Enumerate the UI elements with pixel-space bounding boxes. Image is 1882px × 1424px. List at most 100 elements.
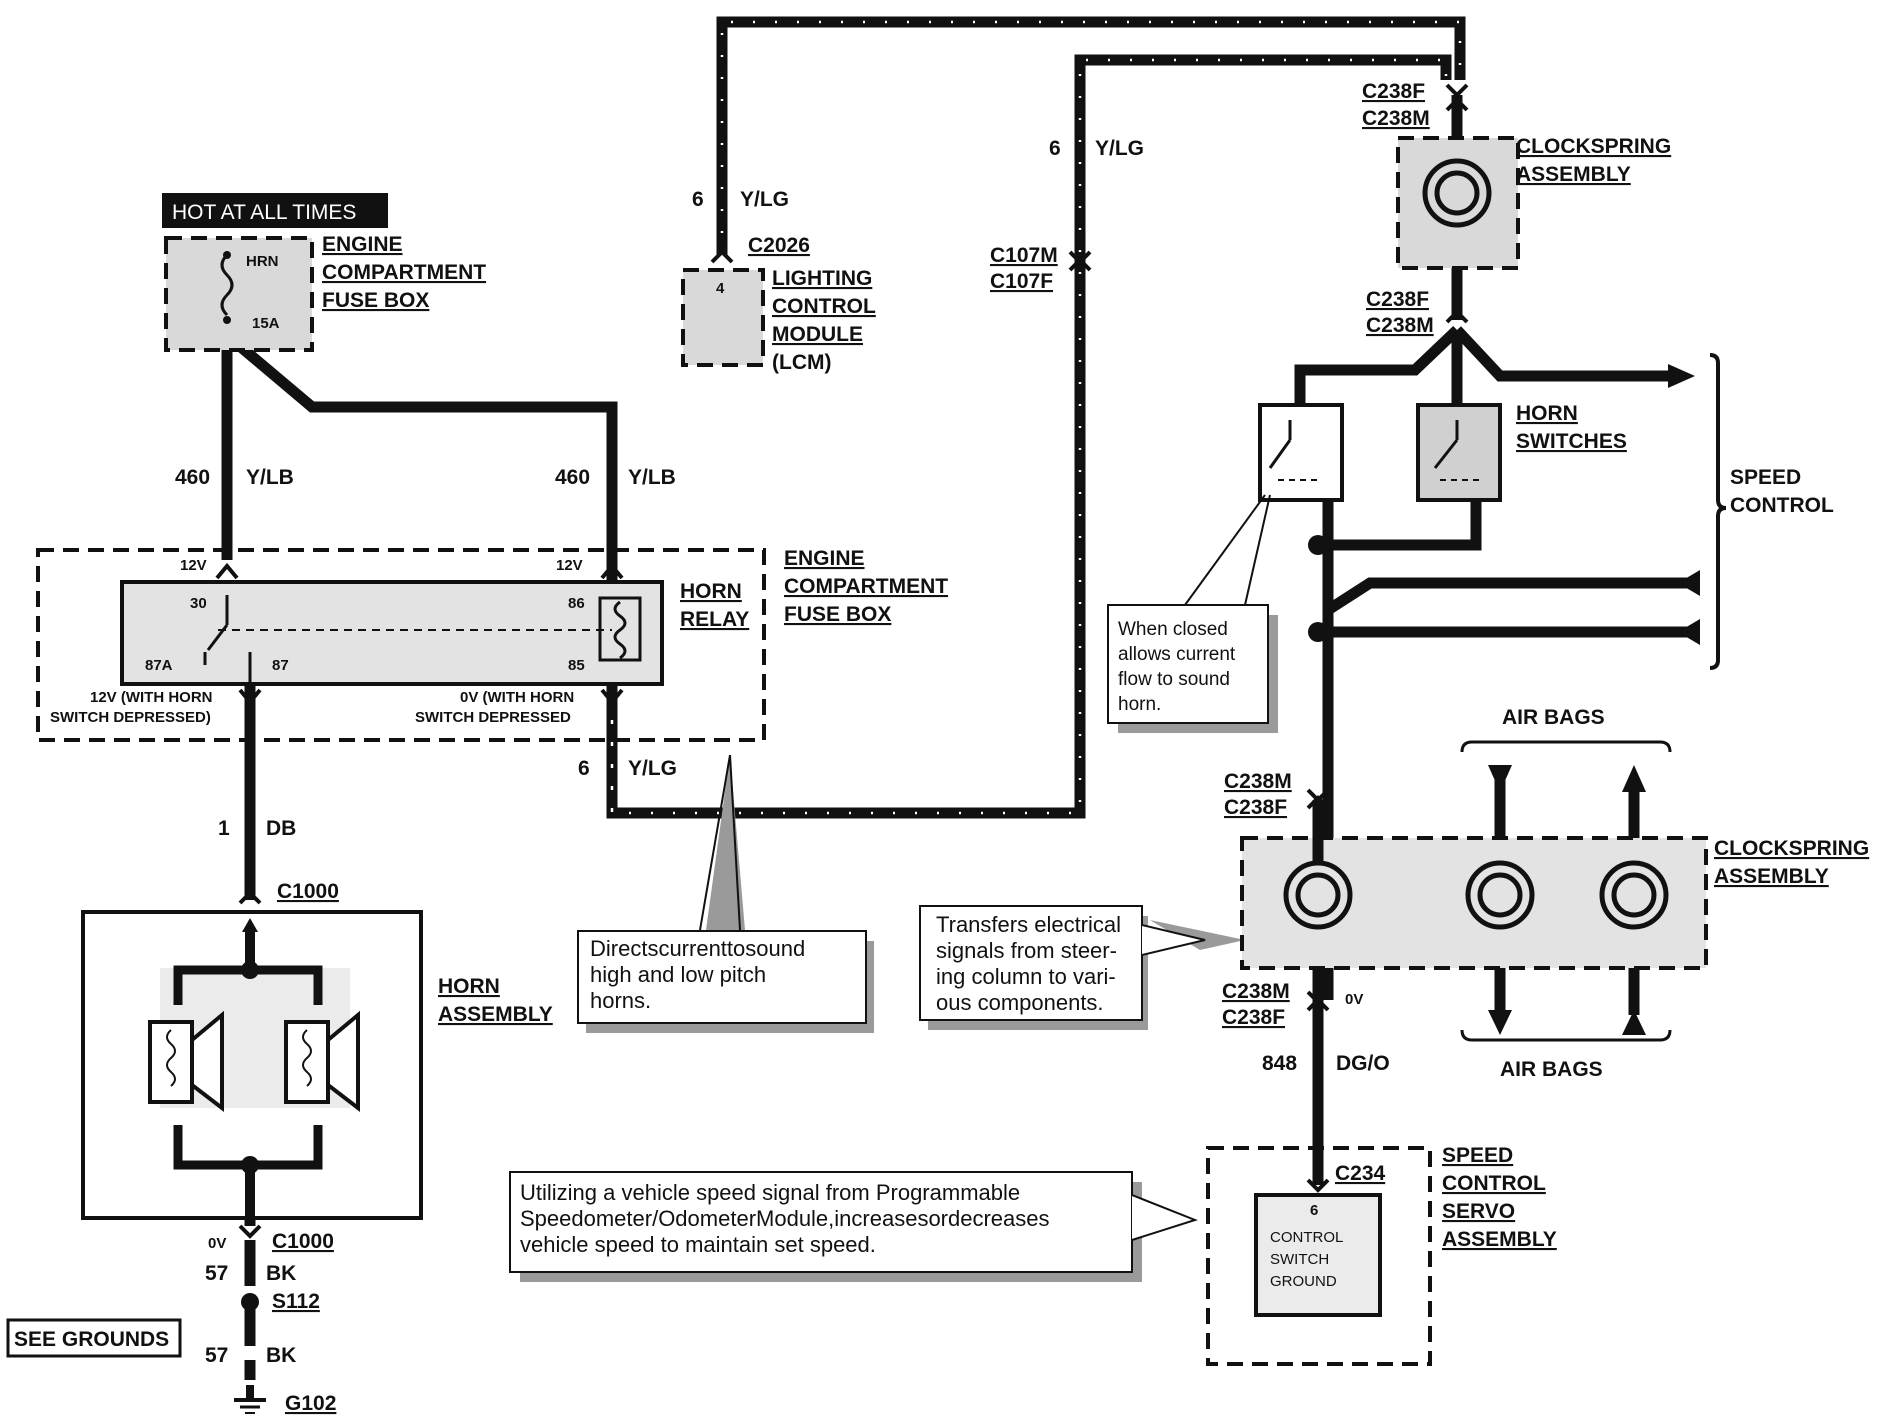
servo-title-3: SERVO xyxy=(1442,1200,1515,1223)
lcm-title-4: (LCM) xyxy=(772,351,831,374)
servo-title-2: CONTROL xyxy=(1442,1172,1546,1195)
horn-switches-title-2: SWITCHES xyxy=(1516,430,1627,453)
clockspring-top-title-1: CLOCKSPRING xyxy=(1516,135,1671,158)
wire-relay-to-clockspring xyxy=(606,54,1452,819)
servo-note: Utilizing a vehicle speed signal from Pr… xyxy=(509,1171,1198,1282)
clockspring-0v-label: 0V xyxy=(1345,991,1363,1008)
fuse-box-top: HOT AT ALL TIMES HRN 15A ENGINE COMPARTM… xyxy=(162,193,486,352)
servo-pin: 6 xyxy=(1310,1202,1318,1219)
switch-note: When closed allows current flow to sound… xyxy=(1107,494,1278,733)
switch-note-line-4: horn. xyxy=(1118,694,1161,715)
relay-volt-right-bottom-1: 0V (WITH HORN xyxy=(460,689,574,706)
lcm-wire-color: Y/LG xyxy=(740,188,789,211)
horn-relay-title-1: HORN xyxy=(680,580,742,603)
servo-note-line-1: Utilizing a vehicle speed signal from Pr… xyxy=(520,1180,1020,1205)
air-bags-bottom-label: AIR BAGS xyxy=(1500,1058,1603,1081)
fuse-box-title-2: COMPARTMENT xyxy=(322,261,486,284)
horn-switches-title-1: HORN xyxy=(1516,402,1578,425)
horn-relay: 30 86 87A 87 85 12V 12V 12V (WITH HORN S… xyxy=(36,547,948,742)
c238-bot-1: C238M xyxy=(1222,980,1290,1003)
horn-icon-left xyxy=(148,1010,224,1113)
ground-icon xyxy=(234,1385,266,1414)
wire-switch-branch xyxy=(1294,326,1461,420)
ground-2-color: BK xyxy=(266,1344,296,1367)
servo-note-line-3: vehicle speed to maintain set speed. xyxy=(520,1232,876,1257)
speed-switch-box xyxy=(1258,403,1344,502)
hot-at-all-times-label: HOT AT ALL TIMES xyxy=(172,201,356,224)
horn-switch-box xyxy=(1416,403,1502,502)
lcm-connector: C2026 xyxy=(748,234,810,257)
relay-volt-right-bottom-2: SWITCH DEPRESSED xyxy=(415,709,571,726)
horn-icon-right xyxy=(284,1010,360,1113)
c238-mid-2: C238M xyxy=(1366,314,1434,337)
c238-top-1: C238F xyxy=(1362,80,1425,103)
speed-control-title-2: CONTROL xyxy=(1730,494,1834,517)
ground-1-color: BK xyxy=(266,1262,296,1285)
wire-460-right-color: Y/LB xyxy=(628,466,676,489)
c238-low-2: C238F xyxy=(1224,796,1287,819)
g102-label: G102 xyxy=(285,1392,336,1415)
relay-coil-icon xyxy=(613,600,627,660)
lcm-title-1: LIGHTING xyxy=(772,267,872,290)
c238-bot-2: C238F xyxy=(1222,1006,1285,1029)
c107m-label: C107M xyxy=(990,244,1058,267)
servo-title-1: SPEED xyxy=(1442,1144,1513,1167)
horn-switches: HORN SWITCHES xyxy=(1258,402,1627,502)
switch-note-line-2: allows current xyxy=(1118,644,1236,665)
relay-pin-87a: 87A xyxy=(145,657,173,674)
relay-pin-86: 86 xyxy=(568,595,585,612)
horn-feed-color: DB xyxy=(266,817,296,840)
s112-label: S112 xyxy=(272,1290,320,1313)
wire-460-right-circuit: 460 xyxy=(555,466,590,489)
wire-460-left-circuit: 460 xyxy=(175,466,210,489)
clockspring-top-title-2: ASSEMBLY xyxy=(1516,163,1631,186)
relay-box-title-3: FUSE BOX xyxy=(784,603,891,626)
wire-460-left-color: Y/LB xyxy=(246,466,294,489)
lcm-title-3: MODULE xyxy=(772,323,863,346)
clock-note: Transfers electrical signals from steer-… xyxy=(919,905,1245,1030)
servo-line-1: CONTROL xyxy=(1270,1229,1343,1246)
relay-note: Directscurrenttosound high and low pitch… xyxy=(577,754,874,1033)
clock-note-line-3: ing column to vari- xyxy=(936,964,1116,989)
c1000-top-label: C1000 xyxy=(277,880,339,903)
horn-assembly-title-1: HORN xyxy=(438,975,500,998)
switch-note-line-3: flow to sound xyxy=(1118,669,1230,690)
relay-pin-85: 85 xyxy=(568,657,585,674)
horn-assembly: C1000 HORN ASSEMBLY xyxy=(81,880,553,1220)
horn-relay-title-2: RELAY xyxy=(680,608,749,631)
relay-pin-87: 87 xyxy=(272,657,289,674)
relay-box-title-1: ENGINE xyxy=(784,547,865,570)
clockspring-coil-icon xyxy=(1422,158,1492,228)
lcm-pin: 4 xyxy=(716,280,725,297)
see-grounds-box xyxy=(6,1318,182,1358)
horn-0v-label: 0V xyxy=(208,1235,226,1252)
c238-low-1: C238M xyxy=(1224,770,1292,793)
clock-note-line-2: signals from steer- xyxy=(936,938,1117,963)
clockspring-bottom-title-1: CLOCKSPRING xyxy=(1714,837,1869,860)
servo-wire-circuit: 848 xyxy=(1262,1052,1297,1075)
fuse-box-title-3: FUSE BOX xyxy=(322,289,429,312)
clock-note-line-1: Transfers electrical xyxy=(936,912,1121,937)
speed-control-bracket xyxy=(1709,353,1727,670)
clockspring-coil-icon-3 xyxy=(1599,860,1669,930)
ground-1-circuit: 57 xyxy=(205,1262,228,1285)
wire-460-right xyxy=(231,337,618,560)
air-bags-top-label: AIR BAGS xyxy=(1502,706,1605,729)
fuse-icon xyxy=(220,253,234,317)
c238-mid-1: C238F xyxy=(1366,288,1429,311)
lcm-title-2: CONTROL xyxy=(772,295,876,318)
mid-wire-circuit: 6 xyxy=(1049,137,1061,160)
c234-label: C234 xyxy=(1335,1162,1386,1185)
clockspring-bottom-title-2: ASSEMBLY xyxy=(1714,865,1829,888)
speed-control-servo: C234 6 CONTROL SWITCH GROUND SPEED CONTR… xyxy=(1206,1144,1557,1366)
horn-assembly-title-2: ASSEMBLY xyxy=(438,1003,553,1026)
relay-volt-left-top: 12V xyxy=(180,557,207,574)
lighting-control-module: 4 C2026 LIGHTING CONTROL MODULE (LCM) xyxy=(681,234,876,374)
fuse-box-title-1: ENGINE xyxy=(322,233,403,256)
relay-box-title-2: COMPARTMENT xyxy=(784,575,948,598)
servo-title-4: ASSEMBLY xyxy=(1442,1228,1557,1251)
relay-note-line-3: horns. xyxy=(590,988,651,1013)
ground-2-circuit: 57 xyxy=(205,1344,228,1367)
clockspring-top: C238F C238M CLOCKSPRING ASSEMBLY C238F C… xyxy=(1362,80,1671,337)
